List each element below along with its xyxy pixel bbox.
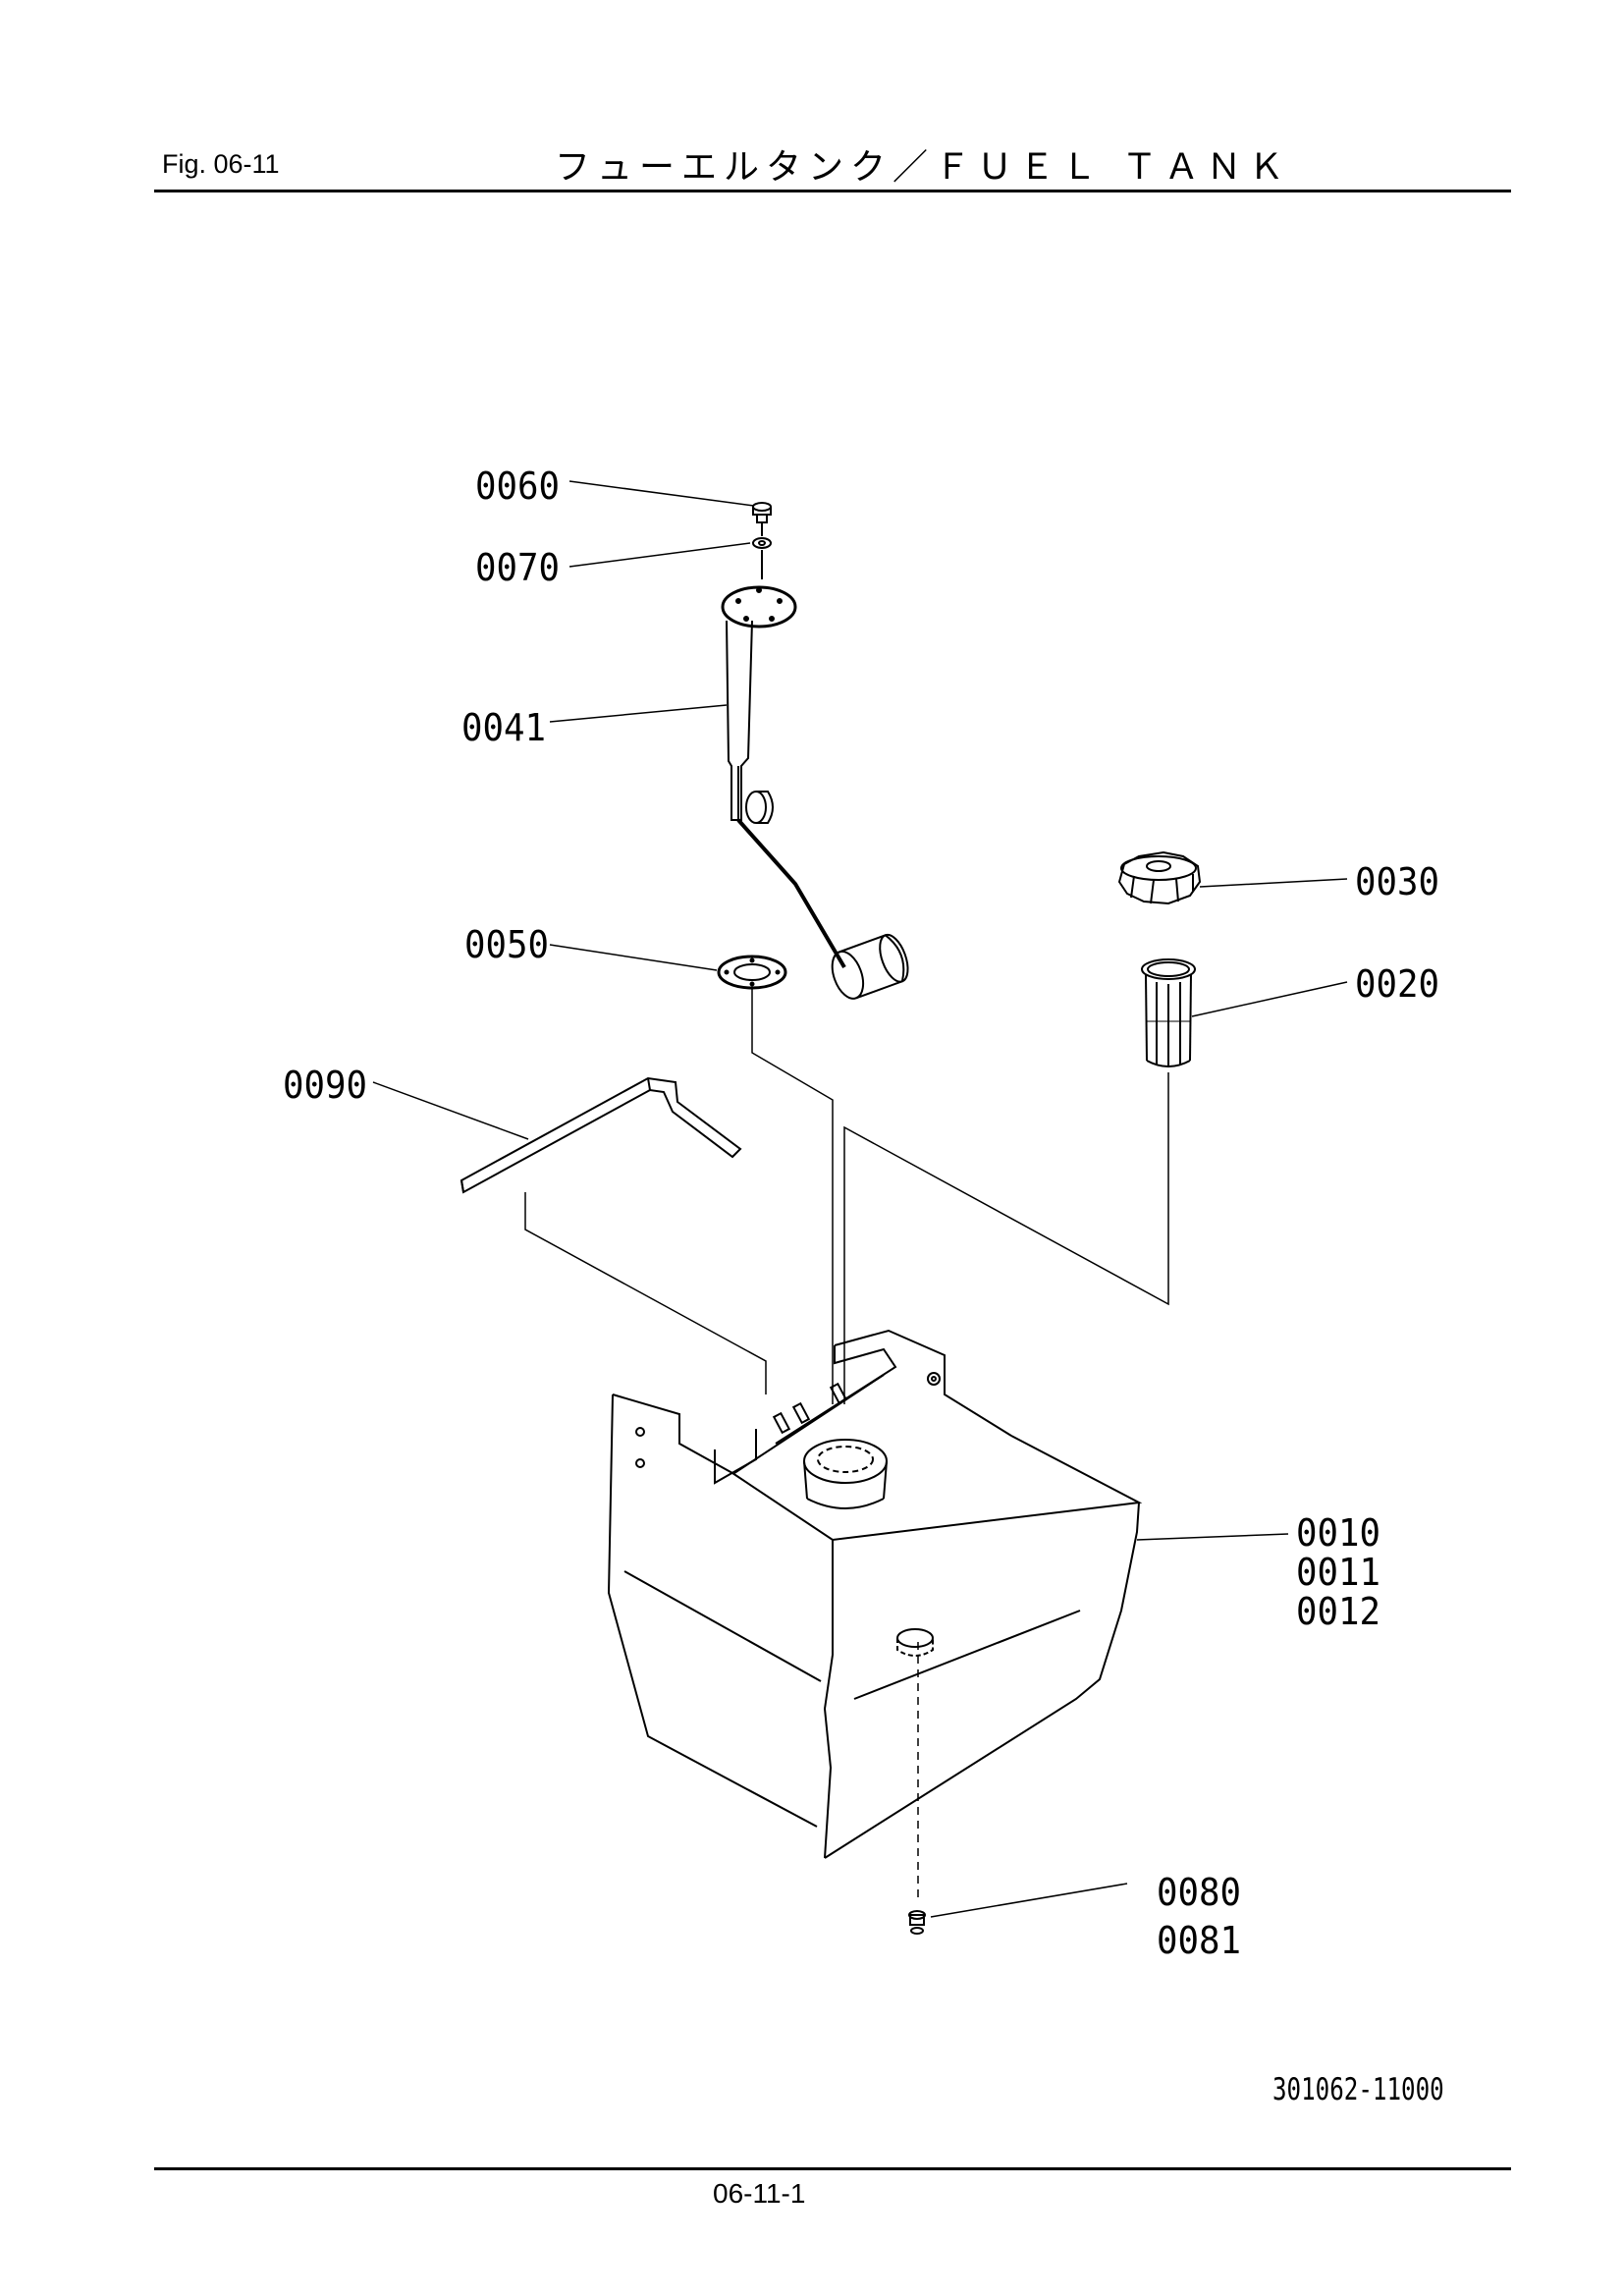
callout-0081: 0081	[1157, 1919, 1241, 1962]
bolt-0060-part	[752, 502, 772, 523]
callout-0010: 0010	[1296, 1511, 1380, 1555]
callout-0090: 0090	[283, 1064, 367, 1107]
callout-0012: 0012	[1296, 1590, 1380, 1633]
page-number: 06-11-1	[713, 2178, 806, 2209]
drain-plug-0080-part	[908, 1910, 926, 1935]
callout-0011: 0011	[1296, 1551, 1380, 1594]
callout-0041: 0041	[461, 706, 546, 749]
header-rule	[154, 190, 1511, 192]
callout-0050: 0050	[464, 923, 549, 966]
callout-0030: 0030	[1355, 860, 1439, 903]
gasket-0050-part	[717, 955, 787, 990]
callout-0080: 0080	[1157, 1871, 1241, 1914]
figure-number: Fig. 06-11	[162, 149, 280, 179]
bracket-0090-part	[460, 1076, 742, 1194]
callout-0060: 0060	[475, 465, 560, 508]
callout-0020: 0020	[1355, 962, 1439, 1006]
strainer-0020-part	[1141, 958, 1196, 1067]
callout-0070: 0070	[475, 546, 560, 589]
washer-0070-part	[752, 522, 772, 579]
gauge-sender-0041-part	[721, 585, 909, 1000]
assembly-guide-lines	[524, 988, 1169, 1900]
page-title: フューエルタンク／ＦＵＥＬ ＴＡＮＫ	[555, 147, 1291, 188]
drawing-number: 301062-11000	[1272, 2072, 1444, 2107]
fuel-tank-0010-part	[607, 1329, 1143, 1859]
footer-rule	[154, 2167, 1511, 2170]
callout-leader-lines	[372, 480, 1348, 1918]
fuel-cap-0030-part	[1117, 850, 1202, 905]
